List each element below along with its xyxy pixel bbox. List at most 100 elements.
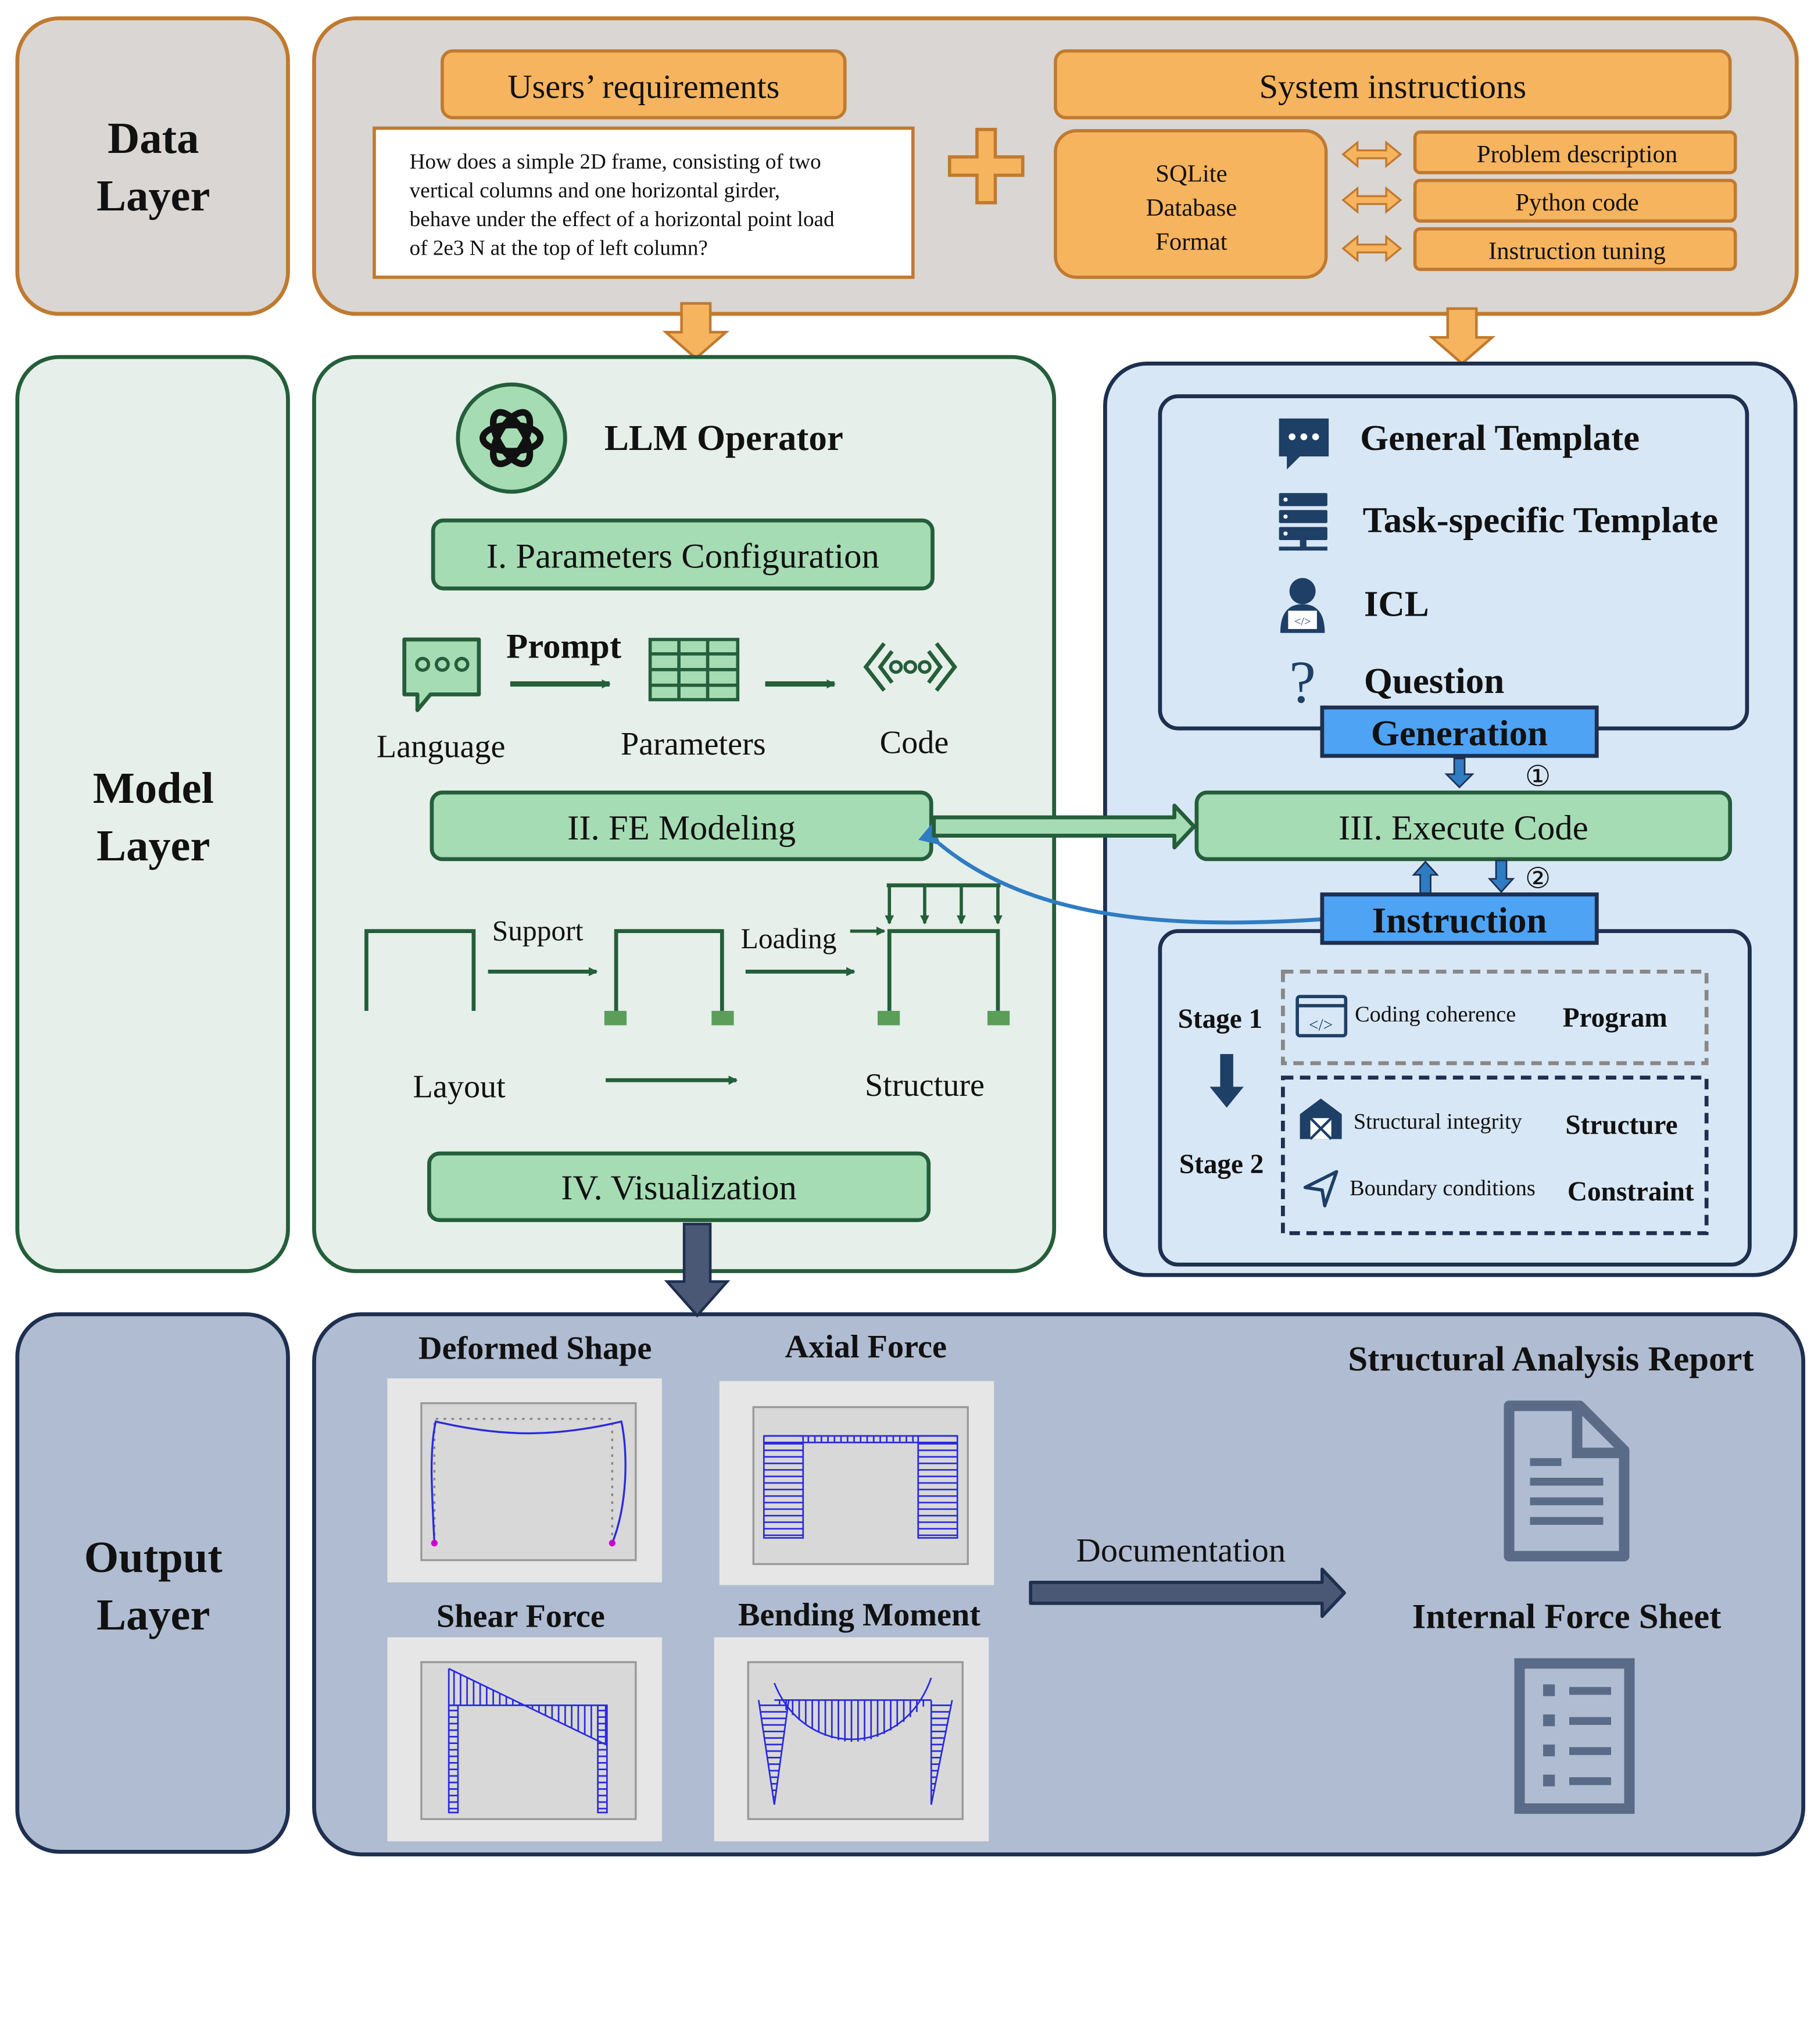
navigation-arrow-icon (1303, 1170, 1339, 1207)
step-marker-2: ② (1525, 862, 1551, 894)
down-arrow-data-to-llm (662, 302, 730, 360)
fe-to-execute-arrow (932, 803, 1196, 850)
axial-force-title: Axial Force (785, 1329, 947, 1365)
documentation-arrow (1029, 1567, 1346, 1618)
task-specific-template-label: Task-specific Template (1363, 500, 1719, 541)
code-brackets-icon (863, 642, 958, 692)
execute-down-arrow (1487, 859, 1515, 894)
visualization-label: IV. Visualization (561, 1168, 797, 1207)
data-layer-label-box (15, 16, 290, 316)
users-requirements-box (441, 49, 847, 120)
prompt-label: Prompt (506, 627, 621, 666)
shear-force-title: Shear Force (436, 1598, 605, 1634)
output-layer: Output Layer Deformed Shape Axial Force … (15, 1223, 1806, 1857)
chat-icon (1279, 418, 1329, 470)
deformed-shape-plot-frame (420, 1402, 637, 1561)
question-line-2: vertical columns and one horizontal gird… (410, 179, 780, 203)
database-line-1: SQLite (1155, 160, 1227, 188)
coding-coherence-label: Coding coherence (1355, 1002, 1516, 1027)
instruction-tuning-label: Instruction tuning (1488, 237, 1666, 265)
support-label: Support (492, 914, 584, 946)
barn-icon (1300, 1098, 1342, 1140)
boundary-conditions-label: Boundary conditions (1350, 1176, 1536, 1200)
axial-force-plot (763, 1435, 958, 1539)
bending-moment-title: Bending Moment (738, 1597, 980, 1633)
deformed-shape-title: Deformed Shape (418, 1330, 652, 1366)
python-code-label: Python code (1515, 189, 1638, 216)
llm-operator-title: LLM Operator (604, 417, 843, 458)
parameters-configuration-box (431, 518, 935, 591)
generation-label: Generation (1371, 713, 1548, 753)
shear-force-plot (448, 1668, 608, 1814)
developer-person-icon: </> (1280, 578, 1325, 633)
openai-logo-icon (456, 382, 567, 494)
double-arrow-icon (1341, 140, 1402, 263)
question-line-1: How does a simple 2D frame, consisting o… (410, 150, 821, 174)
axial-force-plot-frame (752, 1406, 969, 1566)
users-requirements-label: Users’ requirements (507, 68, 779, 106)
instruction-box-cover (1320, 892, 1599, 945)
system-instructions-label: System instructions (1259, 68, 1526, 106)
parameters-label: Parameters (621, 726, 766, 762)
checklist-icon (1514, 1658, 1635, 1814)
generation-down-arrow (1444, 757, 1475, 789)
output-layer-label-2: Layer (96, 1590, 210, 1639)
code-label: Code (880, 725, 949, 761)
model-layer: Model Layer LLM Operator I. Parameters C… (15, 355, 1798, 1277)
execute-code-box (1194, 790, 1733, 862)
server-icon (1279, 493, 1327, 551)
shear-force-plot-frame (420, 1661, 637, 1820)
model-layer-label-2: Layer (96, 821, 210, 870)
document-icon (1504, 1400, 1630, 1561)
chat-bubble-icon (402, 637, 481, 712)
model-layer-label-box (15, 355, 290, 1273)
question-textbox (373, 126, 915, 279)
plus-icon (947, 127, 1025, 205)
problem-description-box (1413, 130, 1737, 174)
structural-integrity-label: Structural integrity (1354, 1109, 1522, 1134)
structure-label: Structure (865, 1067, 985, 1103)
bending-moment-plot (757, 1677, 953, 1805)
svg-text:?: ? (1289, 649, 1316, 716)
loading-label: Loading (741, 923, 837, 955)
question-label: Question (1364, 660, 1504, 701)
database-line-3: Format (1155, 228, 1227, 256)
output-layer-label-1: Output (84, 1532, 223, 1582)
execute-up-arrow (1412, 860, 1439, 894)
model-layer-label-1: Model (93, 763, 214, 813)
stage-1-label: Stage 1 (1178, 1004, 1263, 1034)
problem-description-label: Problem description (1477, 141, 1677, 168)
data-layer-label-1: Data (108, 113, 199, 163)
svg-text:</>: </> (1294, 615, 1311, 628)
python-code-box (1413, 178, 1737, 223)
layout-label: Layout (413, 1069, 506, 1105)
stage-1-dashed-box (1280, 970, 1709, 1066)
supported-frame-icon (604, 929, 734, 1025)
execute-code-label: III. Execute Code (1339, 809, 1588, 848)
sqlite-database-box (1054, 129, 1328, 279)
stage-2-dashed-box (1280, 1075, 1709, 1235)
question-mark-icon: ? (1289, 649, 1316, 716)
question-line-4: of 2e3 N at the top of left column? (410, 237, 708, 260)
data-layer-label-2: Layer (96, 171, 210, 220)
question-line-3: behave under the effect of a horizontal … (410, 208, 835, 231)
documentation-label: Documentation (1076, 1531, 1286, 1569)
report-title: Structural Analysis Report (1348, 1339, 1753, 1378)
structure-criterion-label: Structure (1565, 1110, 1677, 1140)
stage-down-arrow (1209, 1054, 1244, 1108)
code-window-icon: </> (1295, 995, 1348, 1038)
stage-2-label: Stage 2 (1179, 1149, 1264, 1180)
instruction-label-front: Instruction (1372, 900, 1547, 941)
sheet-title: Internal Force Sheet (1412, 1598, 1722, 1636)
constraint-label: Constraint (1568, 1177, 1694, 1207)
instruction-tuning-box (1413, 227, 1737, 271)
system-instructions-box (1054, 49, 1732, 120)
parameters-configuration-label: I. Parameters Configuration (486, 537, 879, 576)
language-label: Language (377, 728, 506, 764)
fe-modeling-label: II. FE Modeling (567, 809, 796, 848)
database-line-2: Database (1146, 194, 1237, 221)
icl-label: ICL (1364, 584, 1429, 624)
feedback-curve-arrow (918, 823, 1323, 925)
layout-frame-icon (364, 929, 476, 1011)
